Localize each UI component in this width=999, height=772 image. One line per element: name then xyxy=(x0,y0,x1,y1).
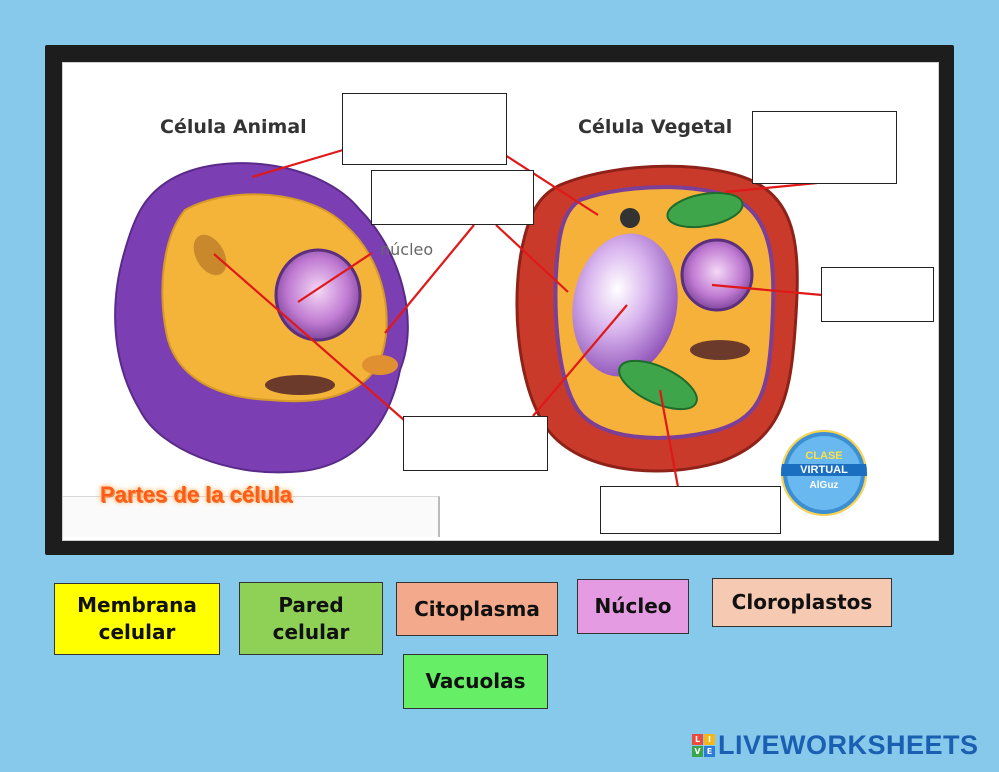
logo-line1: CLASE xyxy=(805,450,843,462)
word-pared-celular[interactable]: Pared celular xyxy=(239,582,383,655)
chloroplast-shape-2 xyxy=(618,359,698,411)
word-vacuolas[interactable]: Vacuolas xyxy=(403,654,548,709)
word-cloroplastos[interactable]: Cloroplastos xyxy=(712,578,892,627)
animal-cell-title: Célula Animal xyxy=(160,116,307,138)
animal-mitochondria-shape xyxy=(362,355,398,375)
brand-letter-e: E xyxy=(704,746,715,757)
worksheet-subtitle: Partes de la célula xyxy=(100,482,292,507)
drop-box-nucleus[interactable] xyxy=(821,267,934,322)
nucleus-label: núcleo xyxy=(380,240,434,259)
plant-cell xyxy=(515,164,799,473)
drop-box-vacuole[interactable] xyxy=(403,416,548,471)
animal-golgi-shape xyxy=(265,375,335,395)
chloroplast-shape-1 xyxy=(666,191,744,229)
sheet-tab-strip xyxy=(63,496,440,537)
brand-letter-i: I xyxy=(704,734,715,745)
plant-nucleus-shape xyxy=(680,238,754,312)
plant-cell-title: Célula Vegetal xyxy=(578,116,733,138)
plant-vacuole-shape xyxy=(572,233,678,377)
drop-box-cytoplasm[interactable] xyxy=(371,170,534,225)
liveworksheets-brand[interactable]: L I V E LIVEWORKSHEETS xyxy=(692,730,979,761)
animal-nucleus-shape xyxy=(274,248,362,342)
drop-box-chloroplast[interactable] xyxy=(600,486,781,534)
pointer-lines xyxy=(213,148,823,488)
brand-name: LIVEWORKSHEETS xyxy=(718,730,979,760)
logo-line3: AlGuz xyxy=(809,480,839,491)
animal-cell xyxy=(114,162,409,474)
animal-organelle-shape xyxy=(193,234,227,276)
plant-golgi-shape xyxy=(690,340,750,360)
clase-virtual-logo: CLASE VIRTUAL AlGuz xyxy=(781,430,867,516)
drop-box-animal-membrane[interactable] xyxy=(342,93,507,165)
brand-letter-l: L xyxy=(692,734,703,745)
word-citoplasma[interactable]: Citoplasma xyxy=(396,582,558,636)
word-nucleo[interactable]: Núcleo xyxy=(577,579,689,634)
word-membrana-celular[interactable]: Membrana celular xyxy=(54,583,220,655)
plant-organelle-dark xyxy=(620,208,640,228)
brand-logo-icon: L I V E xyxy=(692,734,715,757)
drop-box-plant-membrane[interactable] xyxy=(752,111,897,184)
logo-line2: VIRTUAL xyxy=(781,464,867,476)
brand-letter-v: V xyxy=(692,746,703,757)
